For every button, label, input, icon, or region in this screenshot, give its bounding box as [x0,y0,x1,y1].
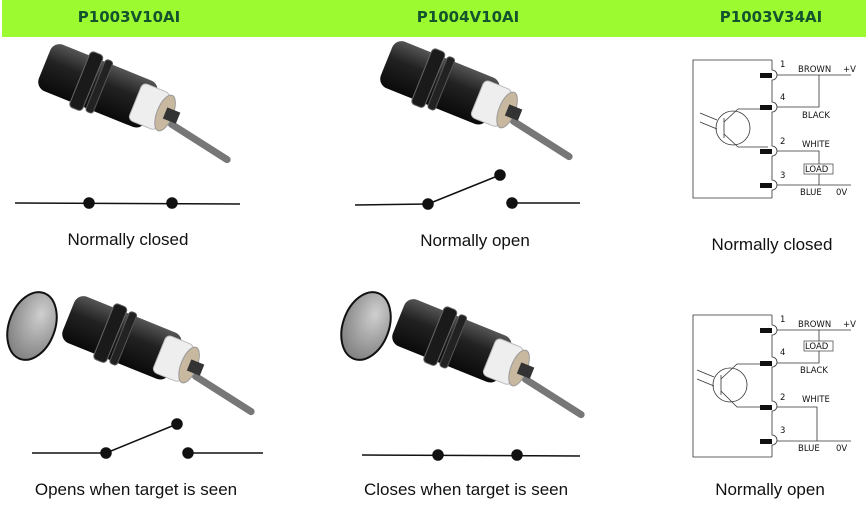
pin-number: 4 [780,348,785,358]
wire-label: +V [843,65,856,75]
wiring-diagram-nc: 1 4 2 3 BROWN +V BLACK WHITE LOAD BLUE 0… [692,59,856,199]
load-label: LOAD [805,165,829,175]
caption: Normally open [420,231,530,250]
pin-number: 3 [780,426,785,436]
wire-label: WHITE [802,395,830,405]
switch-closed [14,197,241,209]
load-label: LOAD [805,342,829,352]
pin-number: 1 [780,315,785,325]
caption: Normally closed [67,230,189,249]
wire-label: BLUE [800,188,822,198]
wire-label: +V [843,320,856,330]
caption: Normally closed [711,235,833,254]
switch-closes [361,449,581,461]
wire-label: BLACK [802,111,830,121]
column-title: P1003V10AI [77,8,181,26]
wire-label: BLUE [798,444,820,454]
column-title: P1003V34AI [719,8,823,26]
wire-label: BROWN [798,320,831,330]
wiring-diagram-no: 1 4 2 3 BROWN +V LOAD BLACK WHITE BLUE 0… [692,314,856,458]
wire-label: WHITE [802,140,830,150]
target-object [6,291,58,361]
pin-number: 4 [780,93,785,103]
wire-label: 0V [836,444,847,454]
caption: Closes when target is seen [363,480,569,499]
caption: Opens when target is seen [34,480,238,499]
wire-label: BROWN [798,65,831,75]
column-title: P1004V10AI [416,8,520,26]
pin-number: 3 [780,171,785,181]
switch-opens [32,418,263,459]
caption: Normally open [715,480,825,499]
wire-label: 0V [836,188,847,198]
target-object [340,291,392,361]
wire-label: BLACK [800,366,828,376]
pin-number: 2 [780,393,785,403]
pin-number: 1 [780,60,785,70]
header-bar: P1003V10AI P1004V10AI P1003V34AI [2,0,866,37]
pin-number: 2 [780,137,785,147]
switch-open [354,169,580,210]
